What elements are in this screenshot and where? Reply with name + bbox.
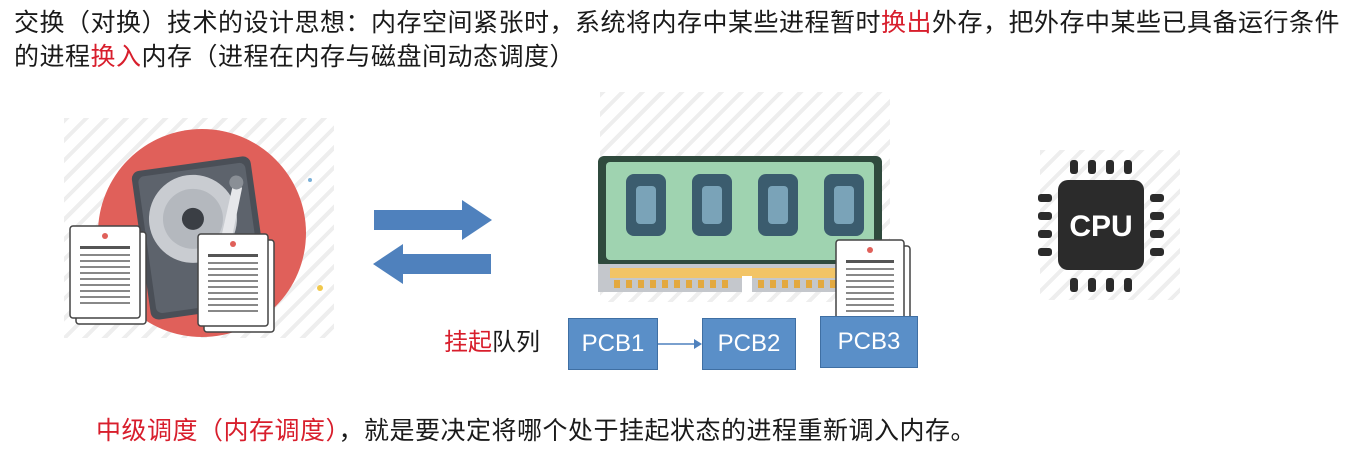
memory-module-icon bbox=[598, 156, 882, 294]
bottom-statement: 中级调度（内存调度），就是要决定将哪个处于挂起状态的进程重新调入内存。 bbox=[96, 414, 976, 448]
swap-in-term: 换入 bbox=[90, 42, 142, 71]
suspend-term: 挂起 bbox=[444, 328, 492, 356]
pcb-box-1: PCB1 bbox=[568, 318, 658, 370]
intro-text-part3: 内存（进程在内存与磁盘间动态调度） bbox=[141, 42, 576, 71]
bottom-statement-rest: ，就是要决定将哪个处于挂起状态的进程重新调入内存。 bbox=[338, 416, 977, 445]
pcb-box-2: PCB2 bbox=[702, 318, 796, 370]
cpu-label: CPU bbox=[1069, 210, 1132, 243]
intro-text-part2: 外存，把外存中某些已具备运行条件的进程 bbox=[14, 8, 1341, 71]
swap-arrows-icon bbox=[373, 200, 492, 284]
intro-paragraph: 交换（对换）技术的设计思想：内存空间紧张时，系统将内存中某些进程暂时换出外存，把… bbox=[14, 6, 1344, 74]
medium-term-scheduling-term: 中级调度（内存调度） bbox=[96, 416, 339, 445]
cpu-chip-icon: CPU bbox=[1038, 160, 1164, 292]
queue-term: 队列 bbox=[492, 328, 540, 356]
suspend-queue-label: 挂起队列 bbox=[444, 326, 540, 358]
document-icon bbox=[197, 233, 275, 333]
swap-out-term: 换出 bbox=[881, 8, 933, 37]
document-icon bbox=[69, 225, 147, 325]
document-icon bbox=[835, 239, 911, 337]
intro-text-part1: 交换（对换）技术的设计思想：内存空间紧张时，系统将内存中某些进程暂时 bbox=[14, 8, 882, 37]
queue-link-arrow bbox=[658, 339, 702, 349]
pcb-box-3: PCB3 bbox=[820, 316, 918, 368]
